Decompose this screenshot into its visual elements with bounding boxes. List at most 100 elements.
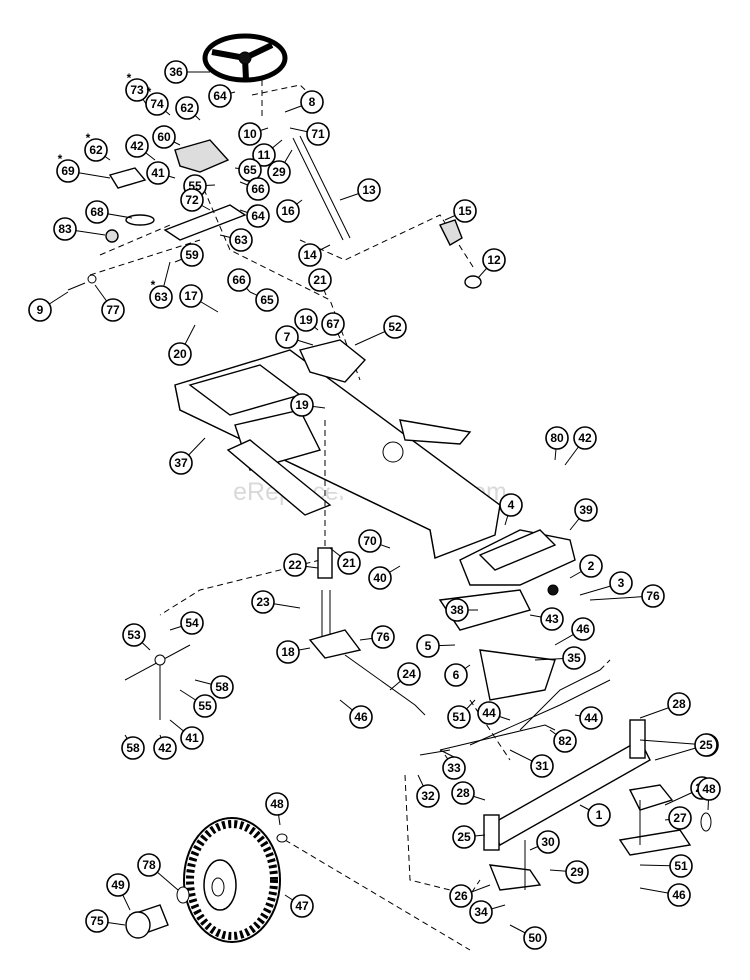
callout-64: 64 [239, 204, 270, 228]
callout-76: 76 [589, 584, 665, 608]
callout-number: 20 [173, 347, 187, 361]
callout-1: 1 [579, 803, 611, 827]
callout-bubble [53, 217, 77, 241]
callout-bubble [56, 159, 80, 183]
callout-29: 29 [267, 149, 293, 184]
callout-66: 66 [239, 177, 270, 201]
callout-25: 25 [452, 825, 486, 849]
callout-bubble [168, 342, 192, 366]
callout-number: 58 [126, 741, 140, 755]
callout-37: 37 [169, 437, 206, 475]
callout-50: 50 [509, 924, 547, 950]
callout-44: 44 [574, 706, 603, 730]
callout-bubble [152, 125, 176, 149]
callout-bubble [145, 92, 169, 116]
callout-bubble [452, 825, 476, 849]
callout-number: 46 [672, 888, 686, 902]
callout-46: 46 [554, 617, 595, 646]
callout-number: 32 [421, 789, 435, 803]
callout-number: 62 [89, 143, 103, 157]
callout-24: 24 [389, 662, 421, 691]
front-wheel [125, 817, 288, 943]
callout-bubble [357, 178, 381, 202]
callout-bubble [175, 96, 199, 120]
callout-bubble [180, 726, 204, 750]
callout-72: 72 [180, 188, 211, 212]
bolt-9 [67, 274, 97, 291]
callout-bubble [210, 675, 234, 699]
callout-63: 63* [149, 261, 173, 309]
callout-number: 78 [142, 858, 156, 872]
front-axle [284, 719, 692, 951]
callout-29: 29 [549, 860, 589, 884]
callout-bubble [251, 590, 275, 614]
callout-bubble [449, 884, 473, 908]
callout-bubble [667, 883, 691, 907]
callout-number: 65 [260, 293, 274, 307]
callout-41: 41 [146, 161, 176, 185]
callout-number: 66 [251, 182, 265, 196]
steering-gear [439, 219, 482, 289]
callout-bubble [169, 451, 193, 475]
callout-bubble [565, 860, 589, 884]
callout-44: 44 [477, 701, 511, 725]
callout-number: 73 [130, 83, 144, 97]
asterisk-marker: * [58, 152, 63, 166]
callout-number: 27 [673, 811, 687, 825]
callout-53: 53 [122, 623, 151, 651]
callout-number: 42 [578, 431, 592, 445]
callout-number: 15 [458, 204, 472, 218]
callout-65: 65 [249, 288, 279, 312]
callout-bubble [149, 285, 173, 309]
callout-18: 18 [276, 640, 311, 664]
callout-bubble [290, 393, 314, 417]
callout-21: 21 [329, 547, 361, 575]
callout-64: 64 [208, 84, 236, 108]
callout-bubble [265, 792, 289, 816]
axle-pivot-bracket [459, 529, 576, 596]
callout-bubble [669, 854, 693, 878]
callout-75: 75 [85, 909, 126, 933]
callout-number: 29 [272, 165, 286, 179]
callout-48: 48 [265, 792, 289, 826]
callout-47: 47 [284, 894, 314, 918]
callout-bubble [482, 248, 506, 272]
callout-78: 78 [137, 853, 179, 891]
callout-number: 65 [243, 163, 257, 177]
callout-bubble [523, 926, 547, 950]
callout-65: 65 [234, 158, 262, 182]
callout-76: 76 [359, 625, 395, 649]
callout-41: 41 [169, 719, 204, 750]
callout-number: 68 [90, 205, 104, 219]
callout-28: 28 [451, 781, 486, 805]
callout-number: 24 [402, 667, 416, 681]
callout-22: 22 [283, 553, 319, 577]
callout-71: 71 [289, 122, 330, 146]
callout-bubble [668, 806, 692, 830]
callout-number: 40 [373, 571, 387, 585]
callout-number: 33 [447, 761, 461, 775]
callout-bubble [85, 200, 109, 224]
callout-74: 74* [145, 85, 171, 116]
callout-number: 35 [567, 651, 581, 665]
callout-number: 7 [284, 330, 291, 344]
callout-number: 53 [127, 628, 141, 642]
callout-bubble [397, 662, 421, 686]
callout-bubble [180, 611, 204, 635]
callout-number: 16 [281, 204, 295, 218]
callout-14: 14 [298, 243, 331, 267]
callout-58: 58 [121, 734, 145, 760]
callout-55: 55 [179, 689, 217, 718]
callout-number: 19 [295, 398, 309, 412]
callout-66: 66 [227, 268, 251, 293]
callout-80: 80 [545, 426, 569, 461]
callout-number: 9 [37, 303, 44, 317]
callout-33: 33 [442, 754, 466, 780]
callout-number: 3 [618, 576, 625, 590]
callout-number: 66 [232, 273, 246, 287]
callout-number: 29 [570, 865, 584, 879]
callout-bubble [193, 694, 217, 718]
callout-number: 58 [215, 680, 229, 694]
callout-bubble [574, 498, 598, 522]
callout-number: 74 [150, 97, 164, 111]
